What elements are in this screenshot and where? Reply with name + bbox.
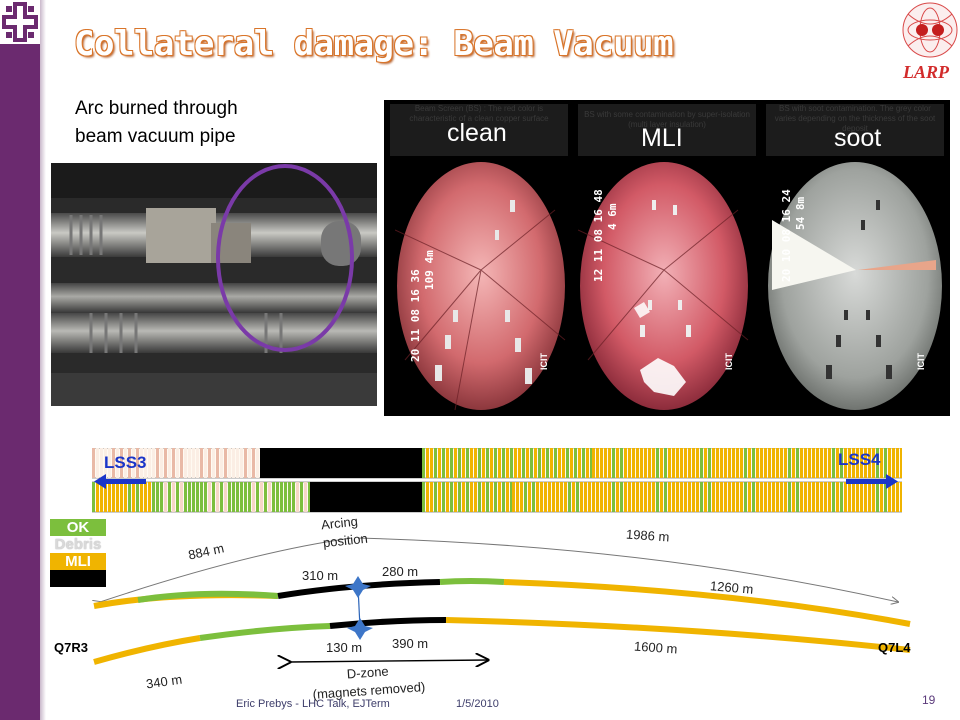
label-1986m: 1986 m xyxy=(625,526,670,545)
burned-pipe-photo xyxy=(51,163,377,406)
stamp-mli-brand: ICIT xyxy=(724,353,734,370)
legend-mli: MLI xyxy=(50,553,106,570)
lss4-label: LSS4 xyxy=(838,450,881,469)
label-280m: 280 m xyxy=(382,564,419,579)
stamp-clean-line1: 20 11 08 16 36 xyxy=(409,269,422,362)
beam-screen-inspection-panel: Beam Screen (BS) : The red color is char… xyxy=(384,100,950,416)
inspection-note-mli: BS with some contamination by super-isol… xyxy=(584,110,750,129)
caption-line-2: beam vacuum pipe xyxy=(75,126,236,147)
fermilab-logo xyxy=(0,0,40,44)
inspection-note-soot: BS with soot contamination. The grey col… xyxy=(774,104,936,133)
lss3-arrow xyxy=(94,474,146,489)
caption-line-1: Arc burned through xyxy=(75,98,238,119)
stamp-soot-line2: 54 8m xyxy=(794,196,807,230)
slide-title: Collateral damage: Beam Vacuum xyxy=(74,24,674,64)
lss4-arrow xyxy=(846,474,898,489)
arc-caption: Arc burned through beam vacuum pipe xyxy=(75,95,315,151)
label-soot: soot xyxy=(834,124,882,152)
stamp-soot-line1: 20 10 08 16 24 xyxy=(780,189,793,282)
magnet-status-strips: LSS3 LSS4 xyxy=(91,447,903,514)
legend-ok: OK xyxy=(50,519,106,536)
sector-damage-diagram: Arcing position 884 m 1986 m 310 m 280 m… xyxy=(50,514,920,720)
footer-date: 1/5/2010 xyxy=(456,698,499,710)
larp-logo-text: LARP xyxy=(903,62,950,82)
lss3-label: LSS3 xyxy=(104,453,147,472)
stamp-soot-brand: ICIT xyxy=(916,353,926,370)
q7l4-label: Q7L4 xyxy=(878,640,911,655)
label-mli: MLI xyxy=(641,124,683,152)
arcing-position-label: Arcing position xyxy=(320,513,369,551)
larp-logo xyxy=(896,0,960,86)
sidebar-shade xyxy=(40,0,46,720)
label-1600m: 1600 m xyxy=(633,638,678,657)
footer-author: Eric Prebys - LHC Talk, EJTerm xyxy=(236,698,390,710)
stamp-clean-line2: 109 4m xyxy=(423,250,436,290)
label-clean: clean xyxy=(447,119,507,147)
status-legend: OK Debris MLI xyxy=(50,519,106,587)
camera-view-soot: 20 10 08 16 24 54 8m ICIT xyxy=(766,160,944,412)
stamp-clean-brand: ICIT xyxy=(539,353,549,370)
label-310m: 310 m xyxy=(302,568,339,583)
stamp-mli-line1: 12 11 08 16 48 xyxy=(592,189,605,282)
inspection-note-clean: Beam Screen (BS) : The red color is char… xyxy=(409,104,549,123)
q7r3-label: Q7R3 xyxy=(54,640,88,655)
label-130m: 130 m xyxy=(326,640,363,655)
camera-view-mli: 12 11 08 16 48 4 6m ICIT xyxy=(577,160,750,412)
camera-view-clean: 20 11 08 16 36 109 4m ICIT xyxy=(394,160,567,412)
stamp-mli-line2: 4 6m xyxy=(606,203,619,231)
slide-sidebar xyxy=(0,0,40,720)
label-390m: 390 m xyxy=(392,636,429,651)
page-number: 19 xyxy=(922,693,936,707)
legend-debris: Debris xyxy=(50,536,106,553)
legend-black xyxy=(50,570,106,587)
